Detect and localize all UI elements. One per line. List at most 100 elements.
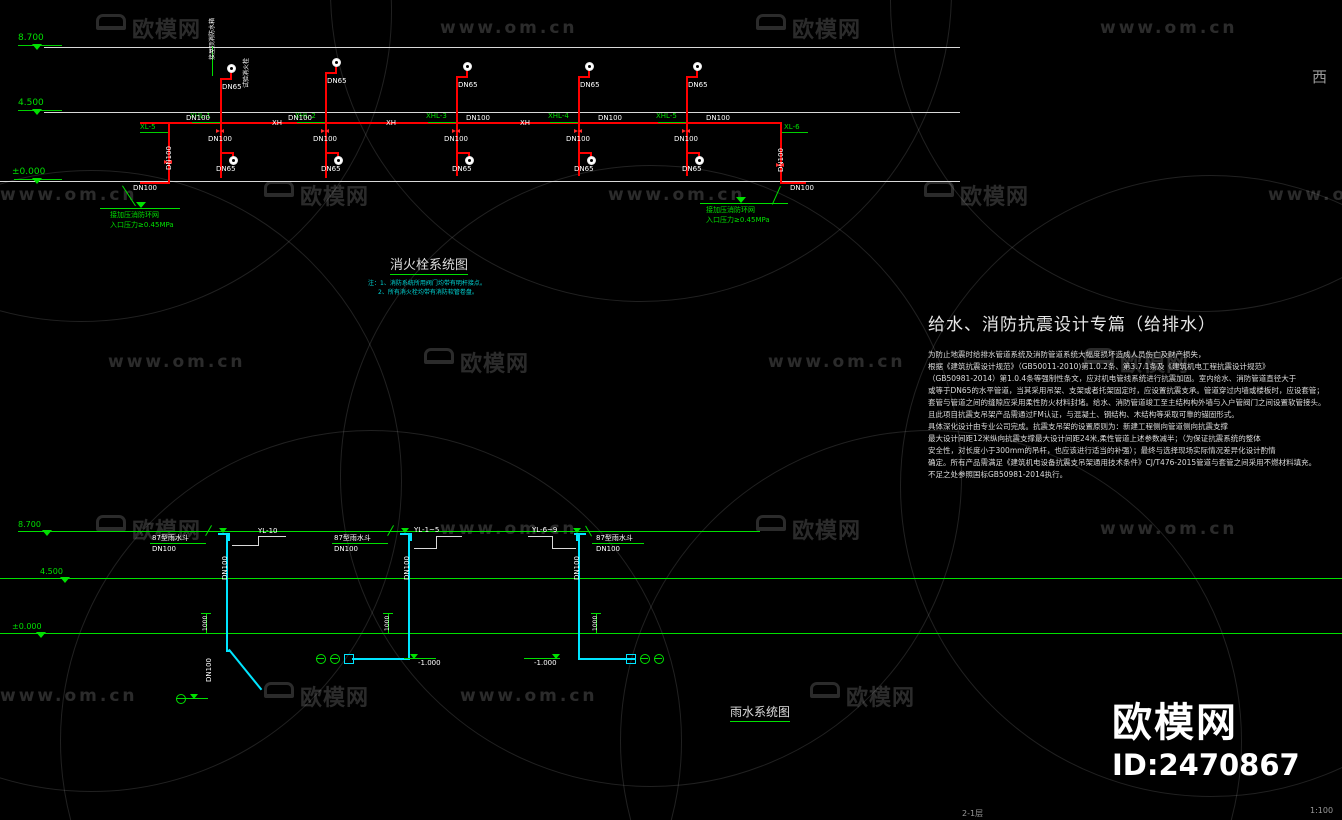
stack-pipe — [578, 533, 580, 653]
branch-pipe — [578, 76, 590, 78]
riser-base — [140, 182, 170, 184]
riser-label: XHL-5 — [656, 112, 677, 120]
watermark-brand: 欧模网 — [792, 519, 862, 544]
hydrant-icon — [695, 156, 704, 165]
bottom-sheet-note: 2-1层 — [962, 809, 984, 818]
ground-elevation: -1.000 — [418, 659, 441, 667]
inlet-note-1: 接加压消防环网 — [110, 211, 159, 219]
riser-pipe — [220, 78, 222, 178]
seismic-spec-line: 或等于DN65的水平管道，当其采用吊架、支架或者托架固定时，应设置抗震支承。管道… — [928, 386, 1324, 395]
hydrant-icon — [334, 156, 343, 165]
watermark-brand: 欧模网 — [300, 185, 370, 210]
watermark-brand: 欧模网 — [792, 18, 862, 43]
stack-label: YL-1~5 — [414, 526, 440, 534]
watermark-sofa-icon — [424, 348, 454, 364]
valve-icon — [321, 129, 329, 134]
elevation-label: 4.500 — [40, 567, 63, 576]
seismic-spec-line: 不足之处参照国标GB50981-2014执行。 — [928, 470, 1068, 479]
branch-pipe — [456, 76, 468, 78]
drain-icon — [654, 654, 664, 664]
valve-icon — [574, 129, 582, 134]
branch-pipe — [325, 72, 337, 74]
seismic-spec-line: 根据《建筑抗震设计规范》（GB50011-2010)第1.0.2条、第3.7.1… — [928, 362, 1270, 371]
rainwater-system-title: 雨水系统图 — [730, 703, 791, 722]
stack-pipe — [226, 533, 228, 650]
riser-size-label: DN100 — [313, 135, 337, 143]
branch-pipe — [578, 152, 592, 154]
riser-label: XHL-3 — [426, 112, 447, 120]
branch-pipe — [325, 152, 339, 154]
branch-pipe — [686, 152, 700, 154]
seismic-spec-line: 安全性，对长度小于300mm的吊杆，也应该进行适当的补强）；最终与选择现场实际情… — [928, 446, 1276, 455]
inlet-note-1: 接加压消防环网 — [706, 206, 755, 214]
lower-size-label: DN65 — [321, 165, 341, 173]
main-size-label: DN100 — [598, 114, 622, 122]
riser-pipe — [686, 76, 688, 176]
watermark-sofa-icon — [96, 515, 126, 531]
hydrant-icon — [229, 156, 238, 165]
riser-leader — [140, 132, 168, 133]
hydrant-icon — [227, 64, 236, 73]
floor-line-8700 — [44, 47, 960, 48]
riser-size-label: DN100 — [208, 135, 232, 143]
stack-label: YL-10 — [258, 527, 278, 535]
floor-line-4500 — [0, 578, 1342, 579]
lower-size-label: DN65 — [452, 165, 472, 173]
riser-size: DN100 — [403, 556, 411, 580]
watermark-sofa-icon — [810, 682, 840, 698]
stack-label: YL-6~9 — [532, 526, 558, 534]
elevation-label: ±0.000 — [12, 167, 46, 177]
riser-leader — [297, 122, 325, 123]
main-size-label: DN100 — [466, 114, 490, 122]
riser-leader — [550, 122, 578, 123]
seismic-spec-line: 具体深化设计由专业公司完成。抗震支吊架的设置原则为：新建工程侧向管道侧向抗震支撑 — [928, 422, 1228, 431]
seismic-spec-line: 套管与管道之间的缝隙应采用柔性防火材料封堵。给水、消防管道竣工至主结构构外墙与入… — [928, 398, 1326, 407]
valve-icon — [682, 129, 690, 134]
riser-size-label: DN100 — [777, 148, 785, 172]
branch-pipe — [696, 68, 698, 78]
drop-dimension: 1000 — [202, 615, 209, 631]
branch-pipe — [220, 78, 232, 80]
branch-size-label: DN65 — [327, 77, 347, 85]
main-size-label: DN100 — [706, 114, 730, 122]
inlet-note-2: 入口压力≥0.45MPa — [706, 216, 770, 224]
watermark-url: www.om.cn — [608, 185, 746, 205]
seismic-spec-line: 最大设计间距12米纵向抗震支撑最大设计间距24米,柔性管道上述参数减半；（为保证… — [928, 434, 1261, 443]
riser-pipe — [325, 72, 327, 178]
inlet-size-label: DN100 — [790, 184, 814, 192]
riser-size-label: DN100 — [674, 135, 698, 143]
watermark-brand: 欧模网 — [300, 686, 370, 711]
drain-icon — [640, 654, 650, 664]
hydrant-icon — [587, 156, 596, 165]
watermark-url: www.om.cn — [768, 352, 906, 372]
valve-icon — [216, 129, 224, 134]
head-note: 87型雨水斗 — [152, 534, 189, 542]
riser-label: XHL-4 — [548, 112, 569, 120]
head-note: 87型雨水斗 — [596, 534, 633, 542]
watermark-url: www.om.cn — [440, 18, 578, 38]
watermark-url: www.om.cn — [1100, 18, 1238, 38]
stack-pipe — [408, 533, 410, 653]
watermark-url: www.om.cn — [108, 352, 246, 372]
ground-elevation: -1.000 — [534, 659, 557, 667]
watermark-sofa-icon — [264, 181, 294, 197]
hydrant-note-1: 注：1、消防系统所用阀门均带有明杆接点。 — [368, 280, 486, 287]
watermark-brand: 欧模网 — [960, 185, 1030, 210]
watermark-brand-large: 欧模网 — [1112, 700, 1238, 746]
elevation-label: 8.700 — [18, 520, 41, 529]
head-size: DN100 — [596, 545, 620, 553]
watermark-url: www.om.cn — [1100, 519, 1238, 539]
riser-pipe — [456, 76, 458, 176]
inlet-note-2: 入口压力≥0.45MPa — [110, 221, 174, 229]
valve-icon — [776, 163, 784, 168]
watermark-url: www.om.cn — [1268, 185, 1342, 205]
outlet-size: DN100 — [205, 658, 213, 682]
riser-label: XL-6 — [784, 123, 800, 131]
drain-icon — [316, 654, 326, 664]
watermark-sofa-icon — [756, 515, 786, 531]
main-tag-XH: XH — [272, 119, 283, 127]
drain-icon — [176, 694, 186, 704]
branch-pipe — [335, 64, 337, 74]
floor-line-0000 — [0, 181, 960, 182]
